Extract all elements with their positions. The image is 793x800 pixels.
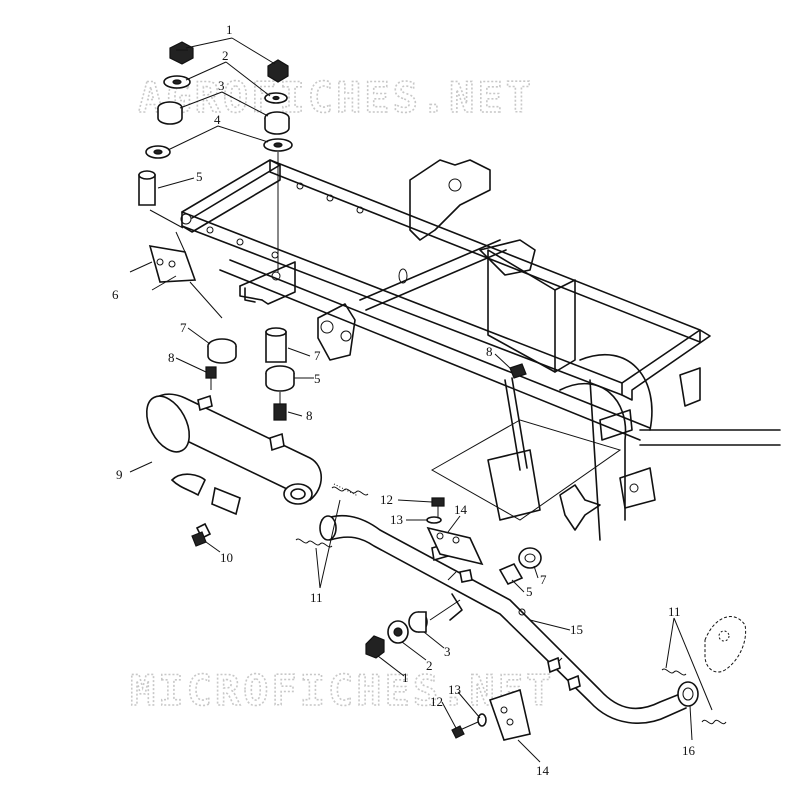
spring-part-11-right-a <box>661 668 687 676</box>
nut-part-1-left <box>169 41 194 65</box>
callout-3: 3 <box>218 78 225 93</box>
callout-5-center: 5 <box>314 371 321 386</box>
callout-9: 9 <box>116 467 123 482</box>
pipe-bracket-part-14-lower <box>488 688 531 741</box>
drain-plug-part-10 <box>191 522 212 547</box>
spacer-part-5-pipe <box>498 562 524 586</box>
callout-1: 1 <box>226 22 233 37</box>
gasket-part-16 <box>677 681 699 707</box>
bushing-part-3-right <box>264 111 290 135</box>
callout-7-center: 7 <box>314 348 321 363</box>
callout-3-lower: 3 <box>444 644 451 659</box>
muffler-part-9 <box>145 393 323 516</box>
leader-lines <box>129 37 713 763</box>
callout-7: 7 <box>180 320 187 335</box>
callout-1-lower: 1 <box>402 670 409 685</box>
washer-part-13-lower <box>477 713 487 727</box>
right-mount-stack <box>263 59 293 281</box>
callout-4: 4 <box>214 112 221 127</box>
callout-8-center: 8 <box>306 408 313 423</box>
watermark-bottom: MICROFICHES.NET <box>130 666 554 715</box>
callout-7-pipe: 7 <box>540 572 547 587</box>
washer-part-2-left <box>163 75 191 89</box>
chassis-frame <box>180 159 781 541</box>
callout-5-pipe: 5 <box>526 584 533 599</box>
bolt-part-8-center <box>273 392 287 421</box>
washer-part-2-right <box>264 92 288 104</box>
callout-15: 15 <box>570 622 583 637</box>
left-lower-mount <box>205 338 237 390</box>
mount-bracket-part-6 <box>148 231 223 319</box>
callout-13-lower: 13 <box>448 682 461 697</box>
spring-part-11-lower <box>295 538 333 548</box>
callout-13-upper: 13 <box>390 512 403 527</box>
callout-12-lower: 12 <box>430 694 443 709</box>
callout-16: 16 <box>682 743 696 758</box>
lower-mount-stack <box>365 599 461 659</box>
watermark-top: AGROFICHES.NET <box>138 73 534 122</box>
callout-5: 5 <box>196 169 203 184</box>
rubber-mount-part-7-pipe <box>518 547 542 569</box>
spacer-part-5-center <box>265 327 287 363</box>
bolt-part-12-lower <box>451 721 479 739</box>
callout-14-upper: 14 <box>454 502 468 517</box>
spacer-part-5-left <box>138 170 156 206</box>
rubber-mount-part-7-left <box>207 338 237 364</box>
callout-8-left: 8 <box>168 350 175 365</box>
nut-part-1-right <box>267 59 289 83</box>
spring-part-11-upper <box>331 483 369 497</box>
callout-numbers: 1 2 3 4 5 6 7 8 7 5 8 8 9 10 11 12 13 14… <box>112 22 696 778</box>
center-lower-mount <box>265 327 295 421</box>
callout-2: 2 <box>222 48 229 63</box>
bolt-part-12-upper <box>431 497 445 518</box>
washer-part-4-left <box>145 145 171 159</box>
callout-11-right: 11 <box>668 604 681 619</box>
bushing-part-3-left <box>157 101 183 125</box>
callout-12-upper: 12 <box>380 492 393 507</box>
rubber-mount-part-7-center <box>265 365 295 392</box>
callout-10: 10 <box>220 550 233 565</box>
callout-6: 6 <box>112 287 119 302</box>
bolt-part-8-left <box>205 366 217 390</box>
callout-8-right: 8 <box>486 344 493 359</box>
washer-part-4-right <box>263 138 293 152</box>
spring-part-11-right-b <box>701 719 727 725</box>
left-mount-stack <box>138 41 194 229</box>
manifold-outline <box>704 616 747 673</box>
callout-11: 11 <box>310 590 323 605</box>
callout-2-lower: 2 <box>426 658 433 673</box>
callout-14-lower: 14 <box>536 763 550 778</box>
washer-part-13-upper <box>426 516 442 524</box>
bolt-part-8-right <box>509 363 527 379</box>
pipe-bracket-part-14-upper <box>426 526 484 566</box>
